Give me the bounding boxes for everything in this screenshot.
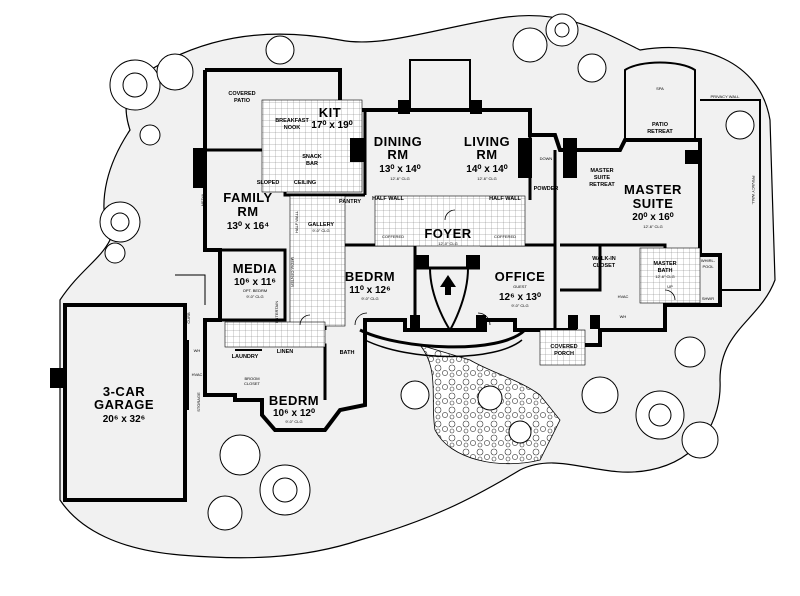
- coffered-right-label: COFFERED: [494, 234, 516, 239]
- foyer-tile: [374, 195, 526, 247]
- hvac-left-label: HVAC: [192, 372, 203, 377]
- storage-label: STORAGE: [196, 392, 201, 412]
- snack-bar-label-2: BAR: [306, 161, 318, 167]
- spa-label: SPA: [656, 86, 664, 91]
- up-label: UP: [667, 284, 673, 289]
- office-ceiling: 9'-0" CLG: [511, 303, 528, 308]
- kitchen-dims: 17⁰ x 19⁰: [311, 120, 352, 131]
- bedroom-2-ceiling: 9'-0" CLG: [285, 419, 302, 424]
- office-note: GUEST: [513, 284, 527, 289]
- master-bath-label-2: BATH: [658, 268, 673, 274]
- broom-closet-label: BROOM: [244, 376, 259, 381]
- foyer-ceiling: 12'-0" CLG: [438, 241, 458, 246]
- master-suite-retreat-label-3: RETREAT: [589, 182, 615, 188]
- foyer-name: FOYER: [424, 226, 471, 241]
- master-bath-label: MASTER: [653, 261, 676, 267]
- broom-closet-label-2: CLOSET: [244, 381, 261, 386]
- media-room-note: OPT. BEDRM: [243, 288, 267, 293]
- whirlpool-label-2: POOL: [702, 264, 714, 269]
- living-room-name-2: RM: [476, 147, 497, 162]
- laundry-label: LAUNDRY: [232, 354, 259, 360]
- media-room-dims: 10⁶ x 11⁶: [234, 277, 276, 288]
- half-wall-right-label: HALF WALL: [489, 196, 521, 202]
- water-heater-right-label: WH: [620, 314, 627, 319]
- family-room-name: FAMILY: [223, 190, 272, 205]
- master-suite-retreat-label-2: SUITE: [594, 175, 611, 181]
- patio-retreat-label: PATIO: [652, 122, 669, 128]
- master-suite-name-2: SUITE: [633, 196, 674, 211]
- walk-in-closet-label: WALK-IN: [592, 256, 616, 262]
- bedroom-1-name: BEDRM: [345, 269, 395, 284]
- whirlpool-label: WHIRL-: [701, 258, 716, 263]
- down-label: DOWN: [540, 156, 553, 161]
- master-bath-ceiling: 12'-6" CLG: [655, 274, 675, 279]
- hvac-right-label: HVAC: [618, 294, 629, 299]
- master-suite-name: MASTER: [624, 182, 682, 197]
- master-suite-dims: 20⁰ x 16⁰: [632, 212, 673, 223]
- garage-name: 3-CAR: [103, 384, 145, 399]
- linen-label: LINEN: [277, 349, 294, 355]
- walk-in-closet-label-2: CLOSET: [593, 263, 616, 269]
- patio-retreat-label-2: RETREAT: [647, 129, 673, 135]
- bedroom-1-ceiling: 9'-0" CLG: [361, 296, 378, 301]
- kitchen-tile: [261, 99, 363, 193]
- covered-patio-label: COVERED: [228, 91, 255, 97]
- sloped-label: SLOPED: [257, 180, 280, 186]
- entertain-label: ENTERTAIN: [274, 301, 279, 323]
- garage-dims: 20⁶ x 32⁶: [103, 414, 146, 425]
- dining-room-ceiling: 12'-6" CLG: [390, 176, 410, 181]
- privacy-wall-top-label: PRIVACY WALL: [710, 94, 740, 99]
- shower-label: SHWR: [702, 296, 714, 301]
- family-room-name-2: RM: [237, 204, 258, 219]
- water-heater-label: WH: [194, 348, 201, 353]
- dining-room-name: DINING: [374, 134, 423, 149]
- bedroom-1-dims: 11⁰ x 12⁶: [349, 285, 390, 296]
- kitchen-name: KIT: [319, 105, 341, 120]
- curb-label: CURB: [186, 312, 191, 324]
- covered-porch-label: COVERED: [550, 344, 577, 350]
- garage: [50, 274, 206, 502]
- dining-room-dims: 13⁰ x 14⁰: [379, 164, 420, 175]
- snack-bar-label: SNACK: [302, 154, 322, 160]
- columns: [193, 100, 699, 329]
- gallery-label: GALLERY: [308, 222, 334, 228]
- media-room-ceiling: 9'-0" CLG: [246, 294, 263, 299]
- entry-arrow-icon: [440, 275, 456, 295]
- bedroom-2-dims: 10⁶ x 12⁰: [273, 408, 315, 419]
- landscape-trees: [99, 13, 755, 531]
- breakfast-nook-label: BREAKFAST: [275, 118, 309, 124]
- ceiling-label: CEILING: [294, 180, 316, 186]
- coffered-left-label: COFFERED: [382, 234, 404, 239]
- dining-room-name-2: RM: [387, 147, 408, 162]
- office-dims: 12⁶ x 13⁰: [499, 292, 541, 303]
- covered-porch-tile: [539, 329, 586, 366]
- privacy-wall-side-label: PRIVACY WALL: [751, 175, 756, 205]
- bath-label: BATH: [340, 350, 355, 356]
- garage-name-2: GARAGE: [94, 397, 154, 412]
- hall-tile: [224, 321, 326, 348]
- living-room-dims: 14⁰ x 14⁰: [466, 164, 507, 175]
- family-room-dims: 13⁰ x 16⁴: [227, 221, 269, 232]
- powder-label: POWDER: [534, 186, 559, 192]
- bedroom-2-name: BEDRM: [269, 393, 319, 408]
- covered-patio-label-2: PATIO: [234, 98, 251, 104]
- living-room-ceiling: 12'-6" CLG: [477, 176, 497, 181]
- media-cabinet-label: MEDIA: [200, 193, 205, 206]
- living-room-name: LIVING: [464, 134, 510, 149]
- covered-porch-label-2: PORCH: [554, 351, 574, 357]
- media-room-name: MEDIA: [233, 261, 278, 276]
- master-suite-retreat-label: MASTER: [590, 168, 613, 174]
- master-suite-ceiling: 12'-6" CLG: [643, 224, 663, 229]
- gallery-ceiling: 9'-0" CLG: [312, 228, 329, 233]
- media-center-label: MEDIA CENTER: [290, 257, 295, 287]
- office-name: OFFICE: [495, 269, 546, 284]
- pantry-label: PANTRY: [339, 199, 361, 205]
- half-wall-gallery-label: HALF WALL: [294, 210, 299, 233]
- master-bath-tile: [639, 247, 701, 304]
- door-swings: [299, 209, 676, 326]
- breakfast-nook-label-2: NOOK: [284, 125, 301, 131]
- half-wall-left-label: HALF WALL: [372, 196, 404, 202]
